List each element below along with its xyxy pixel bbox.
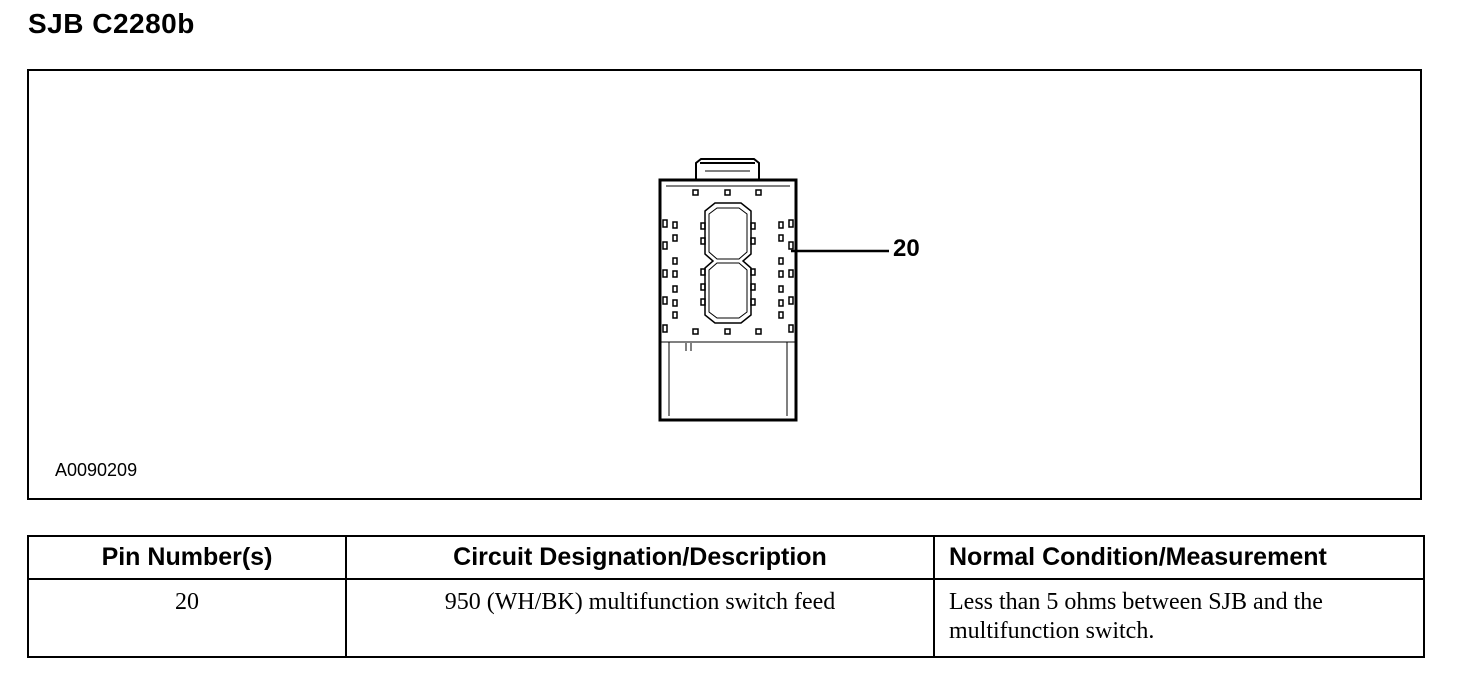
cell-pin: 20 (27, 578, 347, 658)
center-cavity (704, 202, 752, 324)
table-row: 20 950 (WH/BK) multifunction switch feed… (27, 578, 1425, 658)
cell-circuit: 950 (WH/BK) multifunction switch feed (345, 578, 935, 658)
page-title: SJB C2280b (28, 8, 195, 39)
pin-callout-label: 20 (893, 235, 920, 262)
cell-normal: Less than 5 ohms between SJB and the mul… (933, 578, 1425, 658)
connector-figure: 20 A0090209 (27, 69, 1422, 500)
header-pin: Pin Number(s) (27, 535, 347, 580)
pin-table: Pin Number(s) Circuit Designation/Descri… (27, 535, 1425, 658)
header-circuit: Circuit Designation/Description (345, 535, 935, 580)
connector-diagram (658, 158, 889, 422)
table-header-row: Pin Number(s) Circuit Designation/Descri… (27, 535, 1425, 580)
connector-body (658, 178, 798, 422)
figure-id: A0090209 (55, 460, 138, 480)
header-normal: Normal Condition/Measurement (933, 535, 1425, 580)
pin-cavities (662, 189, 794, 335)
connector-latch (695, 158, 760, 180)
